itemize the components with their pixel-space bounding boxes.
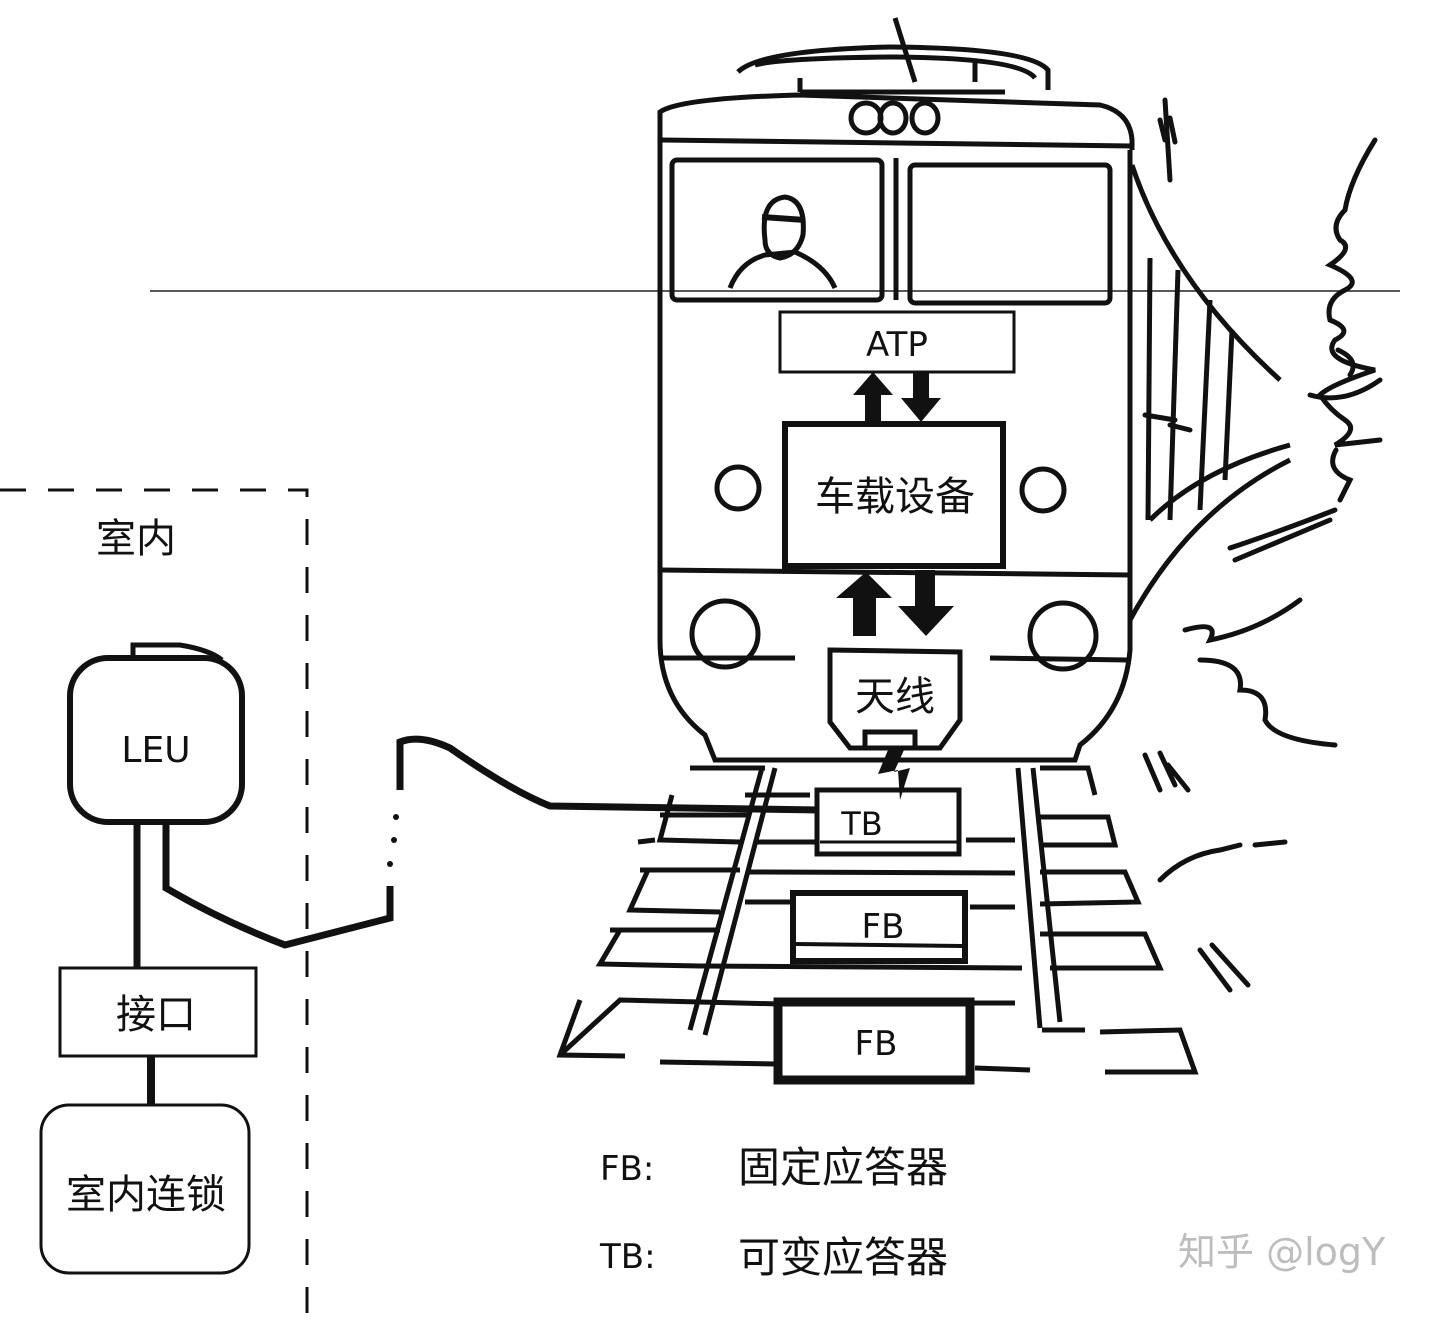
onboard-equipment-box bbox=[782, 421, 1006, 569]
railway-track bbox=[556, 765, 1199, 1075]
interlocking-label: 室内连锁 bbox=[66, 1172, 226, 1218]
driver-figure bbox=[727, 194, 838, 290]
legend-tb-meaning: 可变应答器 bbox=[738, 1233, 948, 1282]
train-body bbox=[657, 17, 1292, 763]
arrow-up-icon bbox=[853, 372, 893, 424]
balise-fb-2-label: FB bbox=[855, 1024, 898, 1064]
onboard-equipment-label: 车载设备 bbox=[815, 474, 975, 520]
balise-tb-label: TB bbox=[840, 805, 883, 843]
legend-fb-code: FB: bbox=[600, 1149, 654, 1189]
leu-balise-cable bbox=[396, 735, 821, 814]
antenna-emitter bbox=[862, 729, 918, 751]
arrow-up-icon bbox=[836, 572, 892, 636]
lightning-icon bbox=[878, 750, 910, 800]
atp-box bbox=[778, 310, 1016, 374]
legend-fb-meaning: 固定应答器 bbox=[738, 1143, 948, 1192]
cable-gap-dot bbox=[393, 814, 399, 820]
antenna-box bbox=[827, 647, 963, 751]
scenery-trees bbox=[1142, 97, 1383, 993]
cable-gap-dot bbox=[387, 861, 393, 867]
balise-fb-1 bbox=[790, 890, 968, 964]
legend: FB: 固定应答器 TB: 可变应答器 bbox=[599, 1143, 948, 1282]
arrow-down-icon bbox=[898, 570, 954, 636]
cable-gap-dot bbox=[391, 837, 397, 843]
atp-onboard-arrows bbox=[853, 372, 941, 424]
interlocking-box bbox=[39, 1103, 251, 1275]
legend-tb-code: TB: bbox=[599, 1237, 656, 1277]
interface-label: 接口 bbox=[116, 992, 196, 1038]
leu-box bbox=[67, 642, 245, 825]
leu-balise-cable bbox=[162, 822, 394, 949]
antenna-label: 天线 bbox=[855, 674, 935, 720]
balise-fb-1-label: FB bbox=[862, 907, 905, 947]
atp-label: ATP bbox=[866, 325, 928, 365]
balise-fb-2 bbox=[773, 997, 975, 1085]
onboard-antenna-arrows bbox=[836, 570, 954, 636]
indoor-zone bbox=[0, 488, 309, 1320]
balise-tb bbox=[814, 787, 962, 857]
arrow-down-icon bbox=[901, 372, 941, 422]
indoor-zone-label: 室内 bbox=[96, 516, 176, 562]
watermark: 知乎 @logY bbox=[1178, 1230, 1386, 1274]
leu-label: LEU bbox=[121, 730, 190, 771]
interface-box bbox=[58, 966, 258, 1058]
